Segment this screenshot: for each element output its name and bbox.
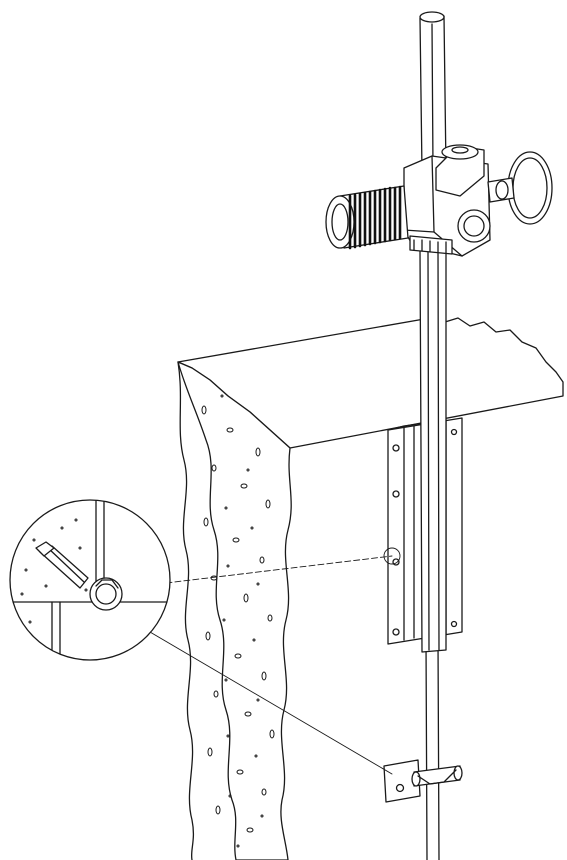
bracket-bolt bbox=[450, 620, 458, 628]
stem-cap bbox=[419, 11, 447, 173]
upper-stem bbox=[419, 247, 447, 653]
handwheel bbox=[487, 151, 553, 225]
bracket-bolt bbox=[392, 558, 400, 566]
detail-circle bbox=[9, 499, 171, 661]
bracket-bolt bbox=[450, 428, 458, 436]
bracket-bolt bbox=[392, 490, 400, 498]
bracket-bolt bbox=[392, 628, 400, 636]
detail-leaders bbox=[149, 547, 401, 775]
gearbox-output-boss bbox=[457, 209, 491, 243]
concrete-aggregate bbox=[201, 394, 275, 848]
slab-left-edge bbox=[177, 361, 195, 860]
gearbox bbox=[403, 144, 491, 257]
wall-slab bbox=[177, 317, 564, 860]
anchor-bolt bbox=[35, 541, 123, 611]
bracket-bolt bbox=[392, 444, 400, 452]
motor-cooling-fins bbox=[348, 185, 402, 250]
actuator-motor bbox=[325, 185, 409, 250]
slab-front-face bbox=[177, 361, 292, 860]
lower-stem bbox=[425, 639, 440, 860]
stem-guide bbox=[383, 759, 463, 803]
